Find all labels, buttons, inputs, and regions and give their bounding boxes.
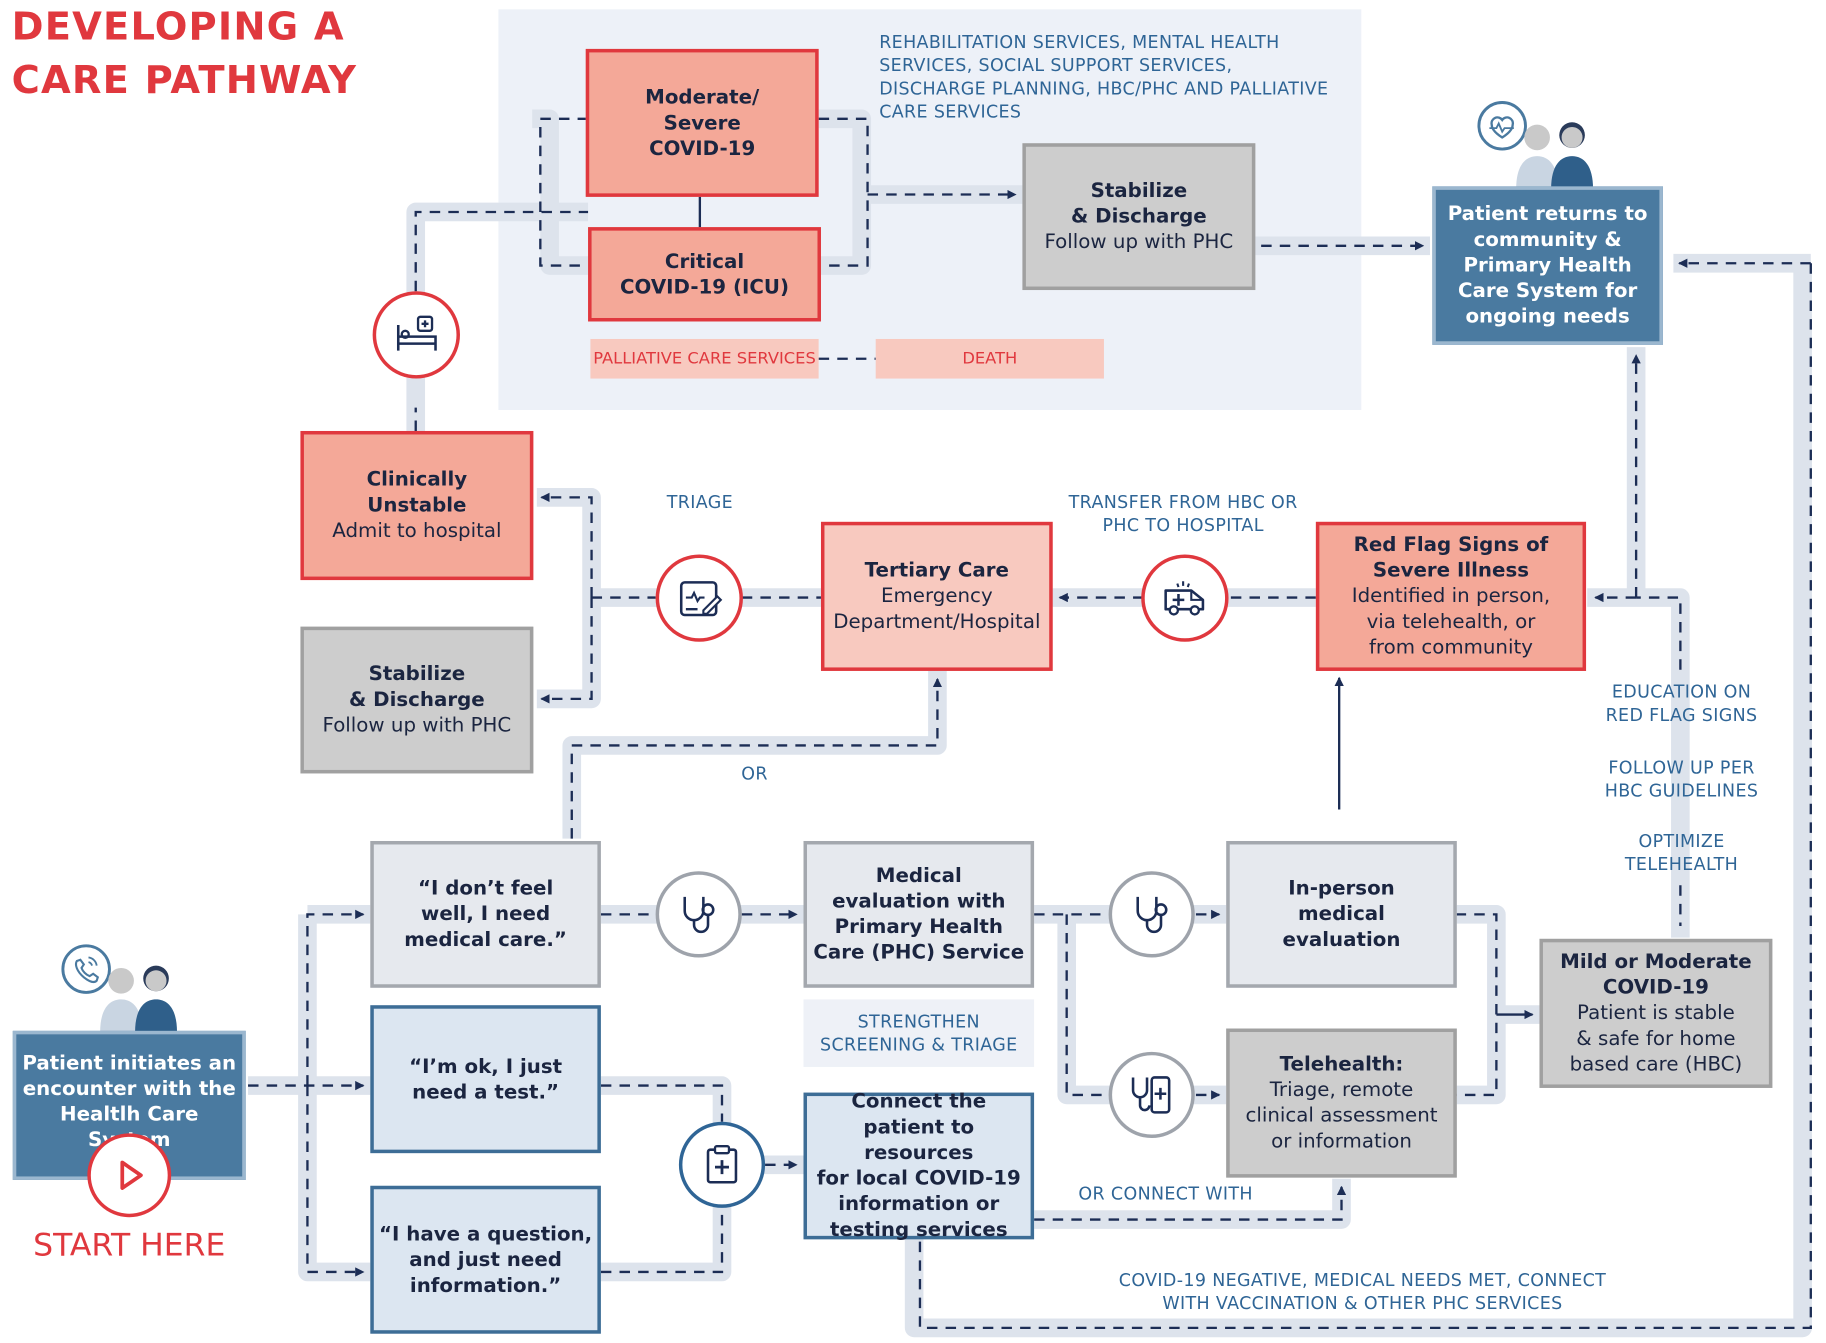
follow-up-label: FOLLOW UP PER HBC GUIDELINES — [1604, 757, 1759, 802]
optimize-telehealth-label: OPTIMIZE TELEHEALTH — [1624, 830, 1739, 875]
mobile-health-icon — [1108, 1051, 1195, 1139]
in-person-evaluation-node: In-person medical evaluation — [1226, 840, 1457, 988]
strengthen-label: STRENGTHEN SCREENING & TRIAGE — [803, 999, 1035, 1067]
dont-feel-well-node: “I don’t feel well, I need medical care.… — [370, 840, 601, 988]
tertiary-care-node: Tertiary Care Emergency Department/Hospi… — [820, 521, 1053, 671]
mild-moderate-node: Mild or Moderate COVID-19 Patient is sta… — [1539, 938, 1773, 1088]
medical-evaluation-node: Medical evaluation with Primary Health C… — [803, 840, 1035, 988]
stethoscope-icon-2 — [1108, 871, 1195, 958]
question-node: “I have a question, and just need inform… — [370, 1185, 601, 1334]
care-team-icon — [1477, 100, 1605, 189]
stabilize-discharge-mid-node: Stabilize & Discharge Follow up with PHC — [300, 626, 534, 774]
triage-clipboard-icon — [655, 554, 743, 642]
services-label: REHABILITATION SERVICES, MENTAL HEALTH S… — [879, 31, 1329, 123]
education-label: EDUCATION ON RED FLAG SIGNS — [1605, 681, 1758, 726]
moderate-severe-node: Moderate/ Severe COVID-19 — [585, 48, 819, 197]
connect-resources-node: Connect the patient to resources for loc… — [803, 1090, 1035, 1242]
death-label: DEATH — [875, 338, 1104, 379]
play-icon[interactable] — [87, 1133, 172, 1218]
ambulance-icon — [1141, 554, 1229, 642]
start-here-label[interactable]: START HERE — [33, 1227, 226, 1264]
transfer-label: TRANSFER FROM HBC OR PHC TO HOSPITAL — [1068, 491, 1298, 536]
palliative-care-label: PALLIATIVE CARE SERVICES — [590, 338, 819, 379]
clinically-unstable-node: Clinically Unstable Admit to hospital — [300, 430, 534, 581]
im-ok-node: “I’m ok, I just need a test.” — [370, 1005, 601, 1154]
stabilize-discharge-top-node: Stabilize & Discharge Follow up with PHC — [1022, 143, 1256, 291]
critical-node: Critical COVID-19 (ICU) — [588, 227, 821, 322]
patient-returns-node: Patient returns to community & Primary H… — [1432, 186, 1663, 345]
hospital-bed-icon — [372, 291, 460, 379]
red-flag-node: Red Flag Signs of Severe Illness Identif… — [1315, 521, 1587, 671]
triage-label: TRIAGE — [666, 491, 733, 513]
covid-negative-label: COVID-19 NEGATIVE, MEDICAL NEEDS MET, CO… — [1118, 1269, 1607, 1314]
patient-people-icon — [61, 943, 189, 1033]
or-connect-with-label: OR CONNECT WITH — [1078, 1183, 1253, 1205]
stethoscope-icon — [655, 871, 742, 958]
page-title: DEVELOPING A CARE PATHWAY — [11, 3, 358, 103]
or-label: OR — [741, 762, 768, 784]
medical-clipboard-icon — [678, 1121, 766, 1208]
telehealth-node: Telehealth: Triage, remote clinical asse… — [1226, 1028, 1457, 1178]
